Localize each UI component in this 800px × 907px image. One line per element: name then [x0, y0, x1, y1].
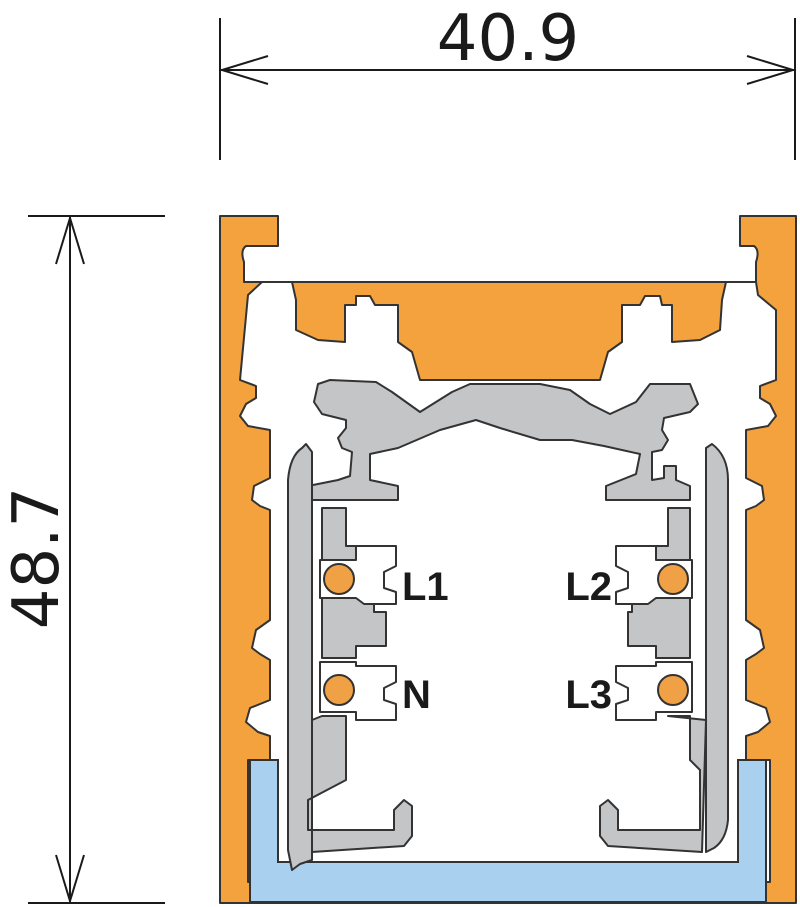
height-label: 48.7 — [0, 487, 74, 630]
width-dimension: 40.9 — [218, 2, 797, 160]
bottom-cover — [249, 759, 767, 903]
label-n: N — [402, 673, 431, 717]
insulator-right-middle — [627, 595, 691, 659]
conductor-l2 — [657, 563, 689, 595]
conductor-n — [323, 674, 355, 706]
conductors — [323, 563, 689, 706]
width-arrow-left — [218, 55, 269, 85]
insulator-top-bridge — [307, 379, 699, 501]
width-arrow-right — [746, 55, 797, 85]
insulator-left-lower — [307, 715, 413, 853]
width-label: 40.9 — [437, 2, 580, 76]
label-l2: L2 — [565, 565, 612, 609]
label-l3: L3 — [565, 673, 612, 717]
label-l1: L1 — [402, 565, 449, 609]
insulator-profile — [287, 379, 729, 871]
conductor-l3 — [657, 674, 689, 706]
height-arrow-bottom — [55, 854, 85, 905]
height-arrow-top — [55, 214, 85, 265]
height-dimension: 48.7 — [0, 214, 165, 905]
conductor-l1 — [323, 563, 355, 595]
insulator-right-wall — [705, 443, 729, 853]
insulator-right-lower — [599, 715, 707, 853]
conductor-labels: L1 N L2 L3 — [402, 565, 612, 717]
